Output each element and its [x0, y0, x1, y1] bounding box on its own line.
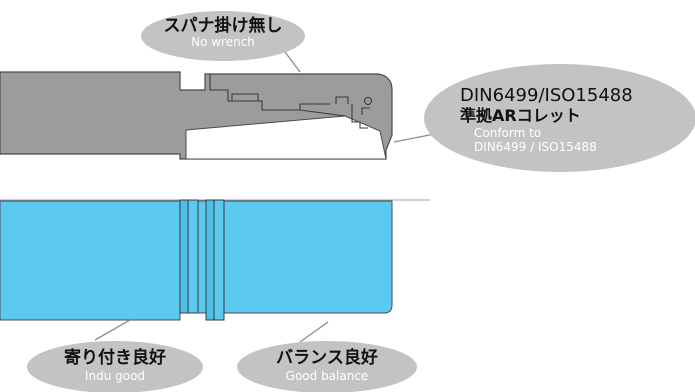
- callout-bubble-bottom-left: [27, 341, 203, 392]
- callout-bubble-right: [424, 64, 695, 172]
- callout-balance-en: Good balance: [285, 369, 369, 383]
- callout-balance: バランス良好 Good balance: [252, 348, 402, 383]
- callout-balance-ja: バランス良好: [276, 348, 378, 368]
- callout-din-iso-en-line2: DIN6499 / ISO15488: [474, 140, 597, 154]
- callout-din-iso-en-line1: Conform to: [474, 126, 542, 140]
- callout-din-iso-line1: DIN6499/ISO15488: [460, 85, 633, 106]
- callout-grip-en: Indu good: [84, 369, 146, 383]
- collet: [185, 115, 387, 160]
- callout-no-wrench-en: No wrench: [191, 35, 255, 49]
- callout-no-wrench: スパナ掛け無し No wrench: [150, 16, 296, 49]
- nut-detail: [209, 74, 373, 129]
- callout-no-wrench-ja: スパナ掛け無し: [163, 16, 283, 36]
- blue-lower-body: [0, 199, 393, 321]
- callout-din-iso-line2: 準拠ARコレット: [460, 106, 581, 125]
- callout-bubble-top: [141, 11, 305, 61]
- callout-din-iso: DIN6499/ISO15488 準拠ARコレット Conform to DIN…: [460, 85, 675, 154]
- callout-grip: 寄り付き良好 Indu good: [40, 348, 190, 383]
- callout-bubble-bottom-right: [237, 341, 417, 392]
- callout-grip-ja: 寄り付き良好: [64, 348, 166, 368]
